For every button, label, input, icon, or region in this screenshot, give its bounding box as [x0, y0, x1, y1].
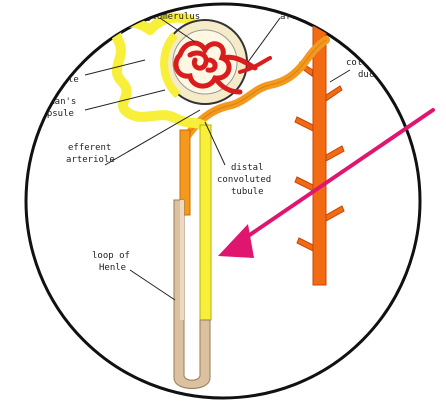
label-loop-1: loop of [92, 251, 130, 261]
label-efferent-partial-top: ed [60, 63, 71, 73]
label-efferent-arteriole-1: efferent [68, 143, 111, 153]
label-efferent-arteriole-2: arteriole [66, 155, 115, 165]
label-loop-2: Henle [99, 263, 126, 273]
label-bowmans-2: capsule [36, 109, 74, 119]
label-collecting-2: duct [358, 70, 380, 80]
label-distal-2: convoluted [217, 175, 271, 185]
label-distal-3: tubule [231, 187, 264, 197]
label-glomerulus: glomerulus [146, 12, 200, 22]
label-distal-1: distal [231, 163, 264, 173]
label-collecting-1: collec [346, 58, 379, 68]
